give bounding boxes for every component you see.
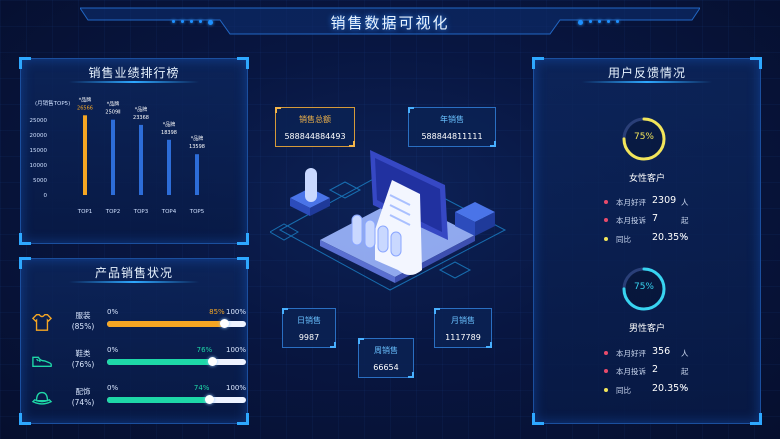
y-tick-label: 0: [44, 193, 48, 199]
progress-knob[interactable]: [220, 319, 230, 328]
weekly-sales-value: 66654: [373, 363, 399, 372]
female-gauge: 75%: [620, 115, 668, 163]
product-title: 产品销售状况: [94, 266, 173, 280]
page-title: 销售数据可视化: [330, 14, 450, 32]
header-dots-left: [172, 20, 213, 25]
y-tick-label: 5000: [33, 178, 47, 184]
progress-track: [107, 395, 246, 404]
scale-min: 0%: [107, 384, 119, 392]
shirt-icon: [31, 314, 53, 331]
weekly-sales-box: 周销售 66654: [358, 338, 414, 378]
total-sales-box: 销售总额 588844884493: [275, 107, 355, 147]
header: 销售数据可视化: [80, 4, 700, 36]
x-tick-label: TOP3: [133, 209, 149, 215]
header-frame: [80, 7, 700, 35]
total-sales-value: 588844884493: [284, 132, 346, 141]
bar-value-label: 13598: [189, 144, 205, 150]
bar-top4: [167, 139, 171, 195]
yearly-sales-label: 年销售: [440, 115, 464, 124]
product-name: 鞋类: [75, 349, 91, 358]
y-tick-label: 15000: [30, 148, 48, 154]
bar-value-label: 18398: [161, 130, 177, 136]
brand-label: *品牌: [79, 96, 92, 103]
monthly-sales-box: 月销售 1117789: [434, 308, 492, 348]
gauge-percent: 75%: [633, 132, 654, 142]
ranking-bar-chart: (月销售TOP5) 25000 20000 15000 10000 5000 0 *品牌 265…: [30, 96, 205, 215]
y-tick-label: 25000: [30, 118, 48, 124]
product-percent: (85%): [71, 322, 95, 331]
scale-max: 100%: [225, 346, 246, 354]
scale-max: 100%: [225, 308, 246, 316]
bar-top3: [139, 124, 143, 195]
y-tick-label: 10000: [30, 163, 48, 169]
gauge-ring: [622, 267, 666, 311]
hat-icon: [31, 391, 53, 405]
progress-track: [107, 357, 246, 366]
gauge-percent: 75%: [633, 282, 654, 292]
product-row-clothing: 服装 (85%) 0% 85% 100%: [31, 308, 246, 344]
bar-top5: [195, 154, 199, 195]
scale-min: 0%: [107, 308, 119, 316]
progress-fill: [107, 321, 226, 327]
product-name: 服装: [75, 311, 91, 320]
product-row-shoes: 鞋类 (76%) 0% 76% 100%: [31, 346, 246, 382]
brand-label: *品牌: [191, 135, 204, 142]
yearly-sales-box: 年销售 588844811111: [408, 107, 496, 147]
scale-min: 0%: [107, 346, 119, 354]
female-customer-label: 女性客户: [628, 174, 665, 184]
axis-label: (月销售TOP5): [35, 99, 70, 107]
ranking-title: 销售业绩排行榜: [88, 66, 180, 80]
brand-label: *品牌: [135, 106, 148, 113]
daily-sales-value: 9987: [298, 333, 320, 342]
y-tick-label: 20000: [30, 133, 48, 139]
bar-value-label: 2509Ⅱ: [105, 110, 120, 116]
brand-label: *品牌: [163, 121, 176, 128]
progress-value-label: 74%: [193, 384, 210, 392]
product-panel: 产品销售状况 服装 (85%) 0% 85% 100% 鞋类 (76%) 0% 76…: [19, 257, 249, 425]
feedback-title: 用户反馈情况: [607, 66, 686, 80]
x-tick-label: TOP4: [161, 209, 177, 215]
brand-label: *品牌: [107, 101, 120, 108]
bar-value-label: 26566: [77, 105, 93, 111]
shoe-icon: [32, 356, 52, 368]
product-row-accessories: 配饰 (74%) 0% 74% 100%: [31, 384, 246, 420]
bar-top1: [83, 115, 87, 195]
progress-track: [107, 319, 246, 328]
x-tick-label: TOP1: [77, 209, 93, 215]
ranking-panel: 销售业绩排行榜 (月销售TOP5) 25000 20000 15000 10000 500…: [19, 57, 249, 245]
progress-knob[interactable]: [207, 357, 217, 366]
male-customer-label: 男性客户: [628, 324, 665, 334]
bar-value-label: 23368: [133, 115, 149, 121]
total-sales-label: 销售总额: [299, 115, 331, 124]
progress-knob[interactable]: [204, 395, 214, 404]
product-percent: (76%): [71, 360, 95, 369]
isometric-laptop-illustration: [270, 150, 507, 291]
header-dots-right: [578, 20, 619, 25]
progress-fill: [107, 397, 210, 403]
yearly-sales-value: 588844811111: [421, 132, 483, 141]
male-gauge: 75%: [620, 265, 668, 313]
product-name: 配饰: [75, 387, 91, 396]
daily-sales-label: 日销售: [297, 316, 321, 325]
x-tick-label: TOP5: [189, 209, 205, 215]
progress-value-label: 85%: [209, 308, 225, 316]
weekly-sales-label: 周销售: [374, 346, 398, 355]
progress-fill: [107, 359, 213, 365]
monthly-sales-value: 1117789: [445, 333, 481, 342]
progress-value-label: 76%: [196, 346, 213, 354]
daily-sales-box: 日销售 9987: [282, 308, 336, 348]
x-tick-label: TOP2: [105, 209, 121, 215]
scale-max: 100%: [225, 384, 246, 392]
gauge-ring: [622, 117, 666, 161]
bar-top2: [111, 119, 115, 195]
monthly-sales-label: 月销售: [451, 316, 475, 325]
product-percent: (74%): [71, 398, 95, 407]
